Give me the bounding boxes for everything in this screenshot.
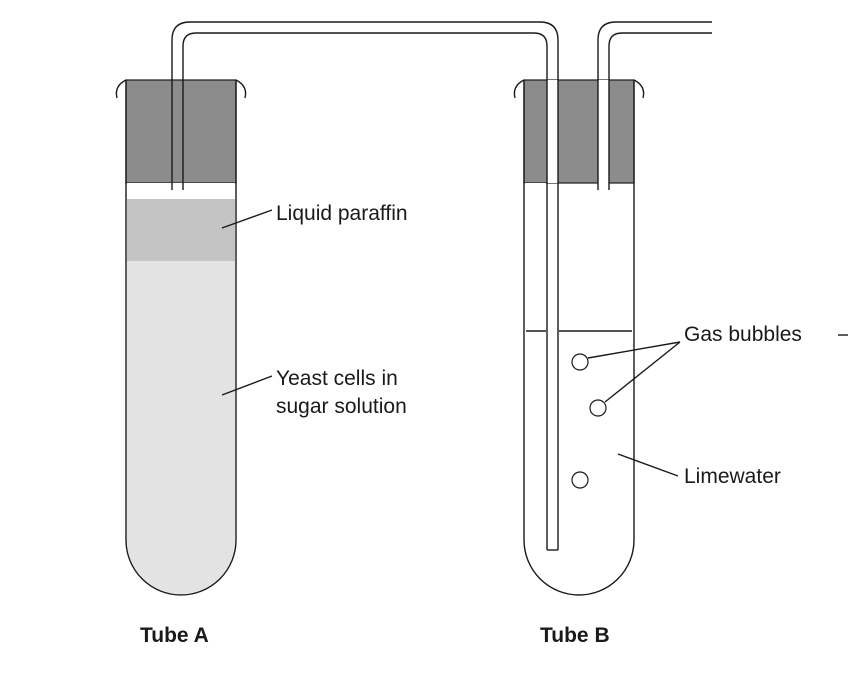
tube-a-rim-left [115,79,127,99]
label-gas-bubbles: Gas bubbles [684,323,802,346]
gas-bubble-3 [571,471,589,489]
delivery-tube [171,21,559,551]
label-yeast-line2: sugar solution [276,395,407,418]
leader-gas-1 [587,341,681,359]
tube-b-stopper [523,79,635,184]
leader-limewater [617,453,679,477]
tube-a-wall [125,80,237,596]
gas-bubble-2 [589,399,607,417]
exit-pipe [597,21,712,190]
caption-tube-a: Tube A [140,624,209,647]
tube-b-rim-left [513,79,525,99]
liquid-paraffin-layer [127,199,235,261]
leader-paraffin [221,209,273,229]
leader-yeast [221,375,273,396]
tube-a [115,40,247,596]
gas-bubble-1 [571,353,589,371]
tube-a-stopper [125,79,237,184]
tube-b-wall [523,80,635,596]
label-yeast-line1: Yeast cells in [276,367,398,390]
tube-a-rim-right [235,79,247,99]
caption-tube-b: Tube B [540,624,610,647]
tube-b-rim-right [633,79,645,99]
tube-b [513,21,712,596]
leader-lines [221,209,848,477]
tube-a-air-gap [127,183,235,199]
yeast-solution [127,261,235,594]
leader-gas-2 [604,341,681,403]
label-limewater: Limewater [684,465,781,488]
label-liquid-paraffin: Liquid paraffin [276,202,408,225]
